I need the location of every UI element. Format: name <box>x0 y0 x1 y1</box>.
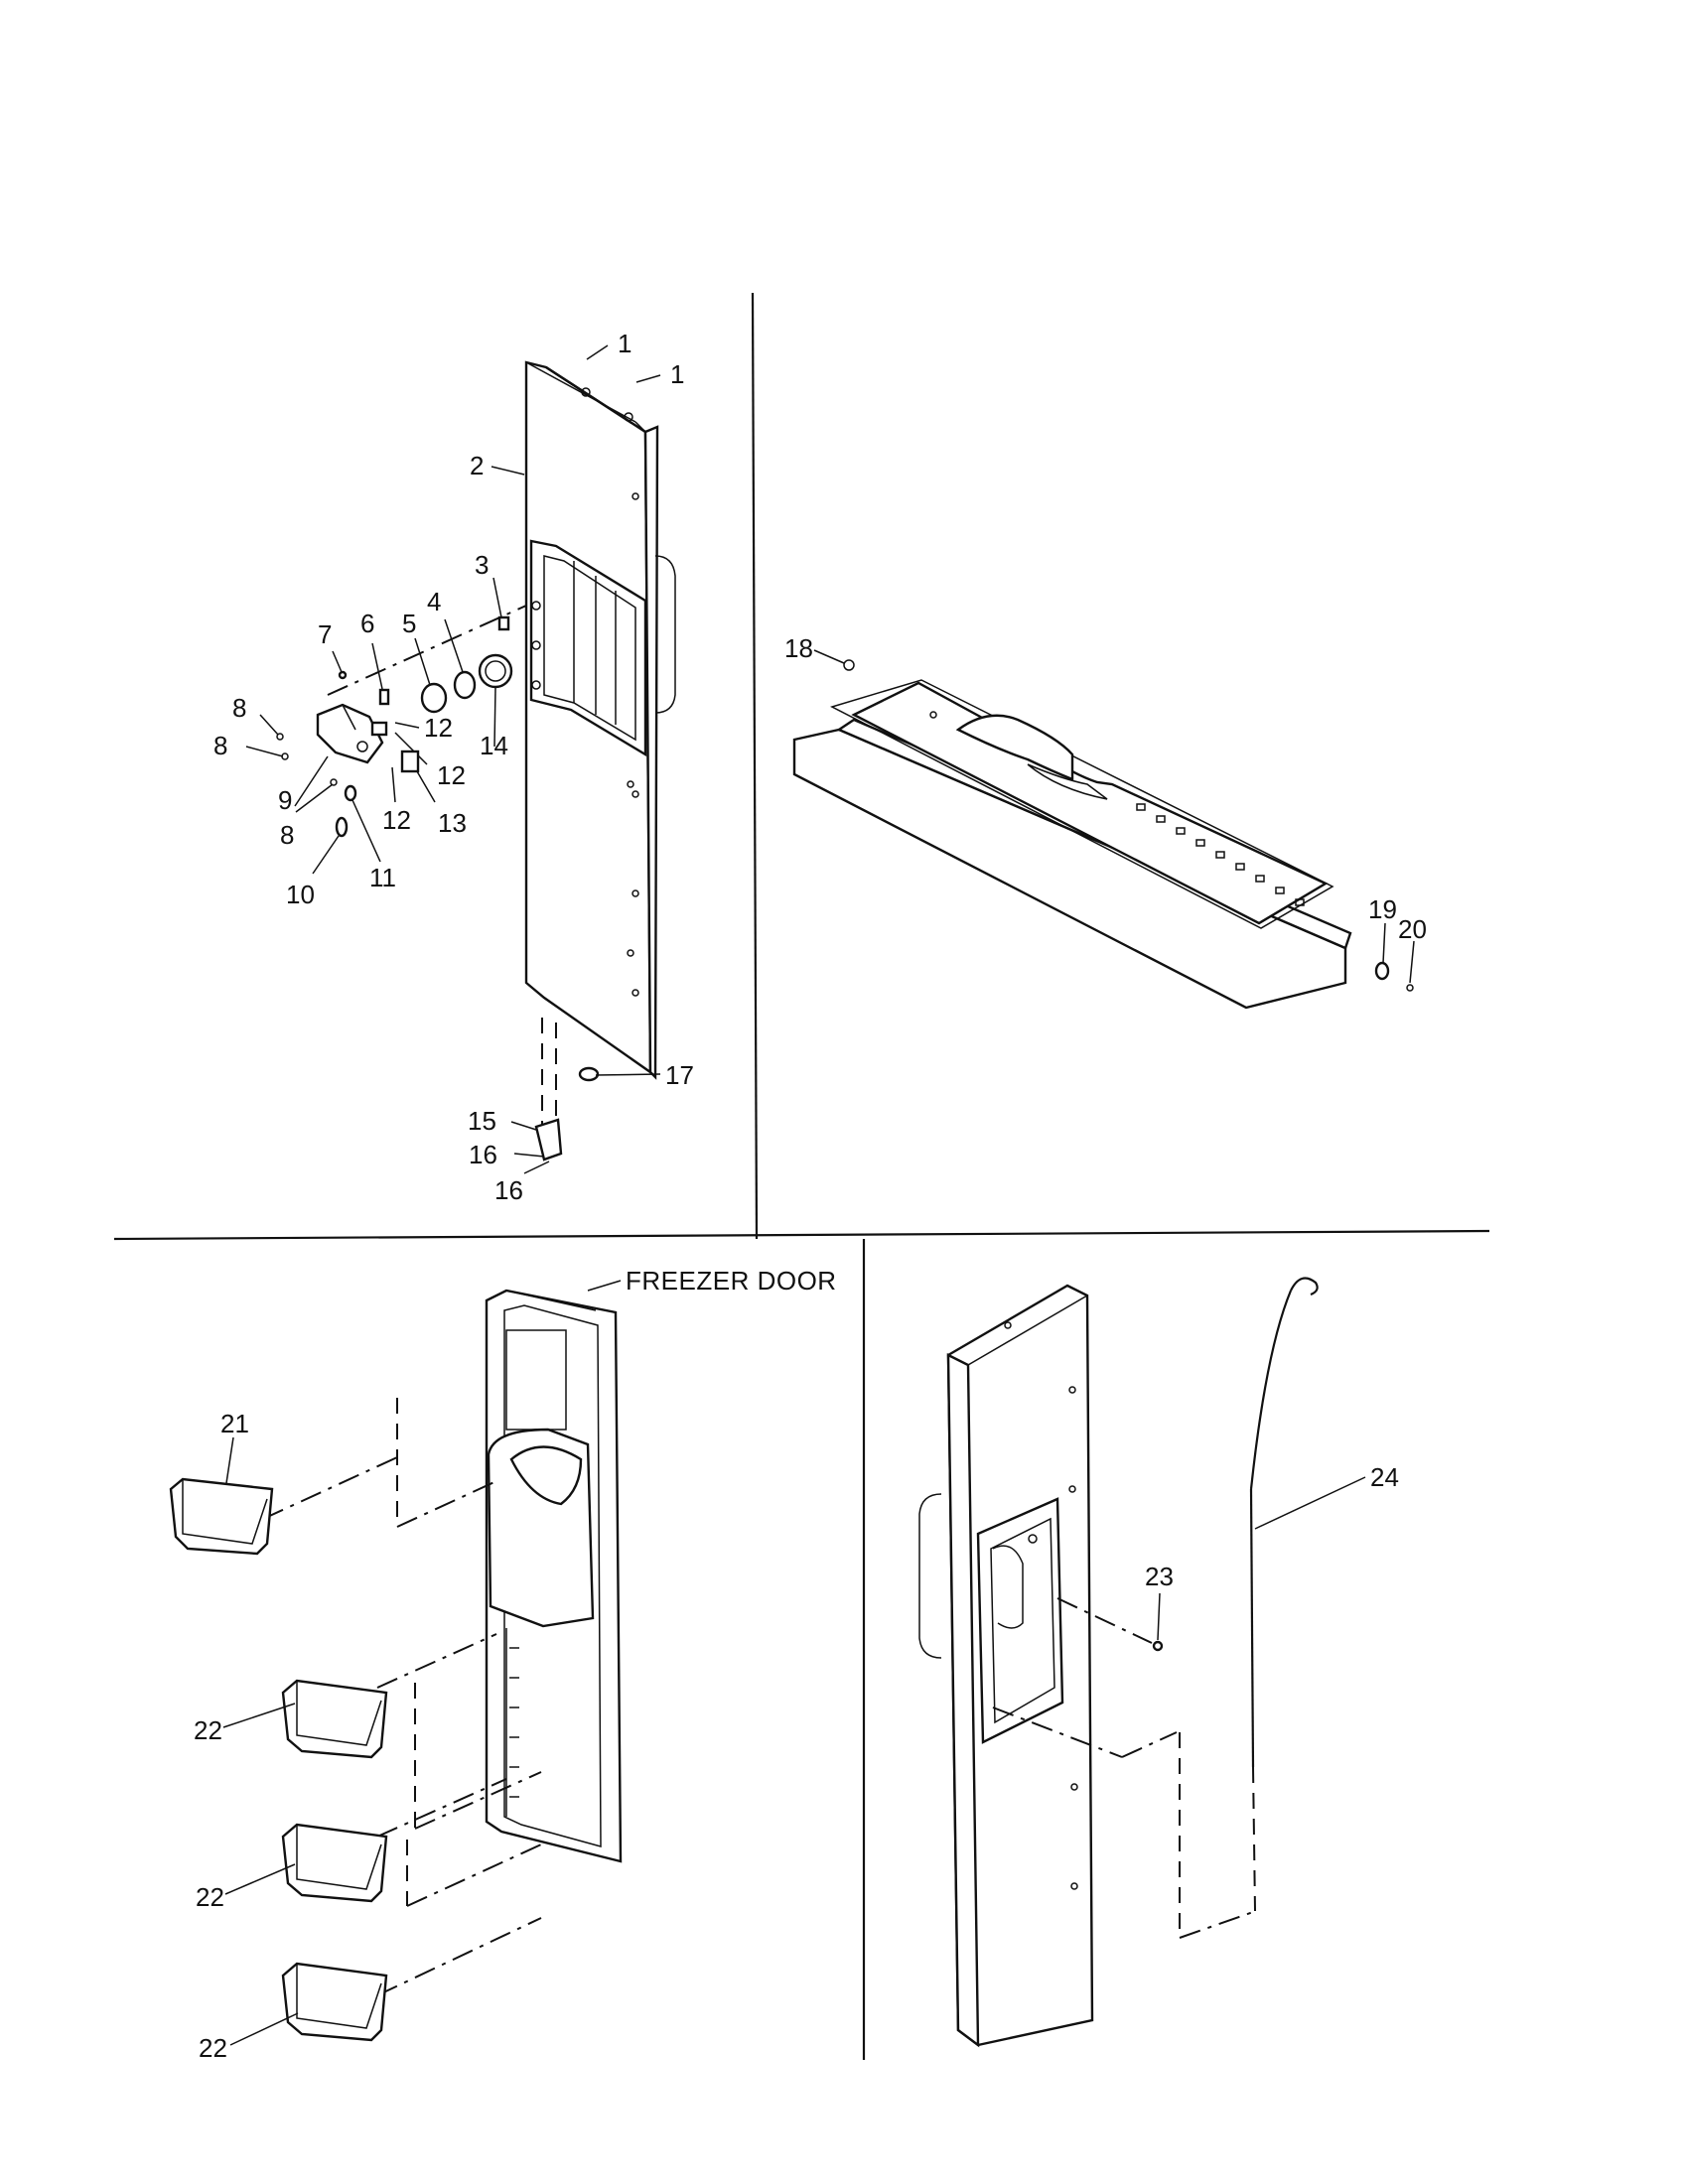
panel-dividers <box>113 292 1490 2060</box>
callout-label: 8 <box>213 731 227 760</box>
freezer-door-liner-panel <box>262 1280 623 1996</box>
callout-label: 18 <box>784 633 813 663</box>
callout-label: 19 <box>1368 894 1397 924</box>
callout-label: 16 <box>494 1175 523 1205</box>
callout-label: 8 <box>280 820 294 850</box>
dispenser-cover-panel <box>792 649 1415 1010</box>
callout-label: 23 <box>1145 1562 1174 1591</box>
callout-label: 21 <box>220 1409 249 1438</box>
callout-label: 13 <box>438 808 467 838</box>
callout-label: 14 <box>480 731 508 760</box>
dispenser-mechanism-parts <box>245 577 527 875</box>
callout-label: 17 <box>665 1060 694 1090</box>
callout-label: 3 <box>475 550 489 580</box>
callout-label: 22 <box>196 1882 224 1912</box>
door-bin-22-middle <box>224 1823 388 1903</box>
callout-labels: 1 1 2 3 4 5 6 7 8 8 8 9 10 11 12 12 12 1… <box>194 329 1427 2063</box>
callout-label: 20 <box>1398 914 1427 944</box>
callout-label: 6 <box>360 609 374 638</box>
callout-label: 22 <box>199 2033 227 2063</box>
door-bin-22-bottom <box>229 1962 388 2046</box>
callout-label: 1 <box>618 329 632 358</box>
water-tube-24 <box>1249 1277 1366 1912</box>
door-bin-22-top <box>222 1679 388 1759</box>
dispenser-door-outer-panel <box>491 344 676 1174</box>
callout-label: 1 <box>670 359 684 389</box>
callout-label: 8 <box>232 693 246 723</box>
callout-label: 12 <box>424 713 453 743</box>
vent-holes <box>1136 803 1305 906</box>
callout-label: 2 <box>470 451 484 480</box>
callout-label: 12 <box>382 805 411 835</box>
callout-label: 5 <box>402 609 416 638</box>
liner-rails <box>509 1647 519 1798</box>
callout-label: 16 <box>469 1140 497 1169</box>
callout-label: 4 <box>427 587 441 616</box>
door-bin-21 <box>169 1436 274 1556</box>
callout-label: 12 <box>437 760 466 790</box>
freezer-door-caption: FREEZER DOOR <box>626 1266 837 1296</box>
callout-label: 11 <box>369 863 396 892</box>
callout-label: 22 <box>194 1715 222 1745</box>
callout-label: 9 <box>278 785 292 815</box>
callout-label: 7 <box>318 619 332 649</box>
callout-label: 10 <box>286 880 315 909</box>
callout-label: 24 <box>1370 1462 1399 1492</box>
callout-label: 15 <box>468 1106 496 1136</box>
fresh-food-door-panel <box>918 1284 1257 2048</box>
